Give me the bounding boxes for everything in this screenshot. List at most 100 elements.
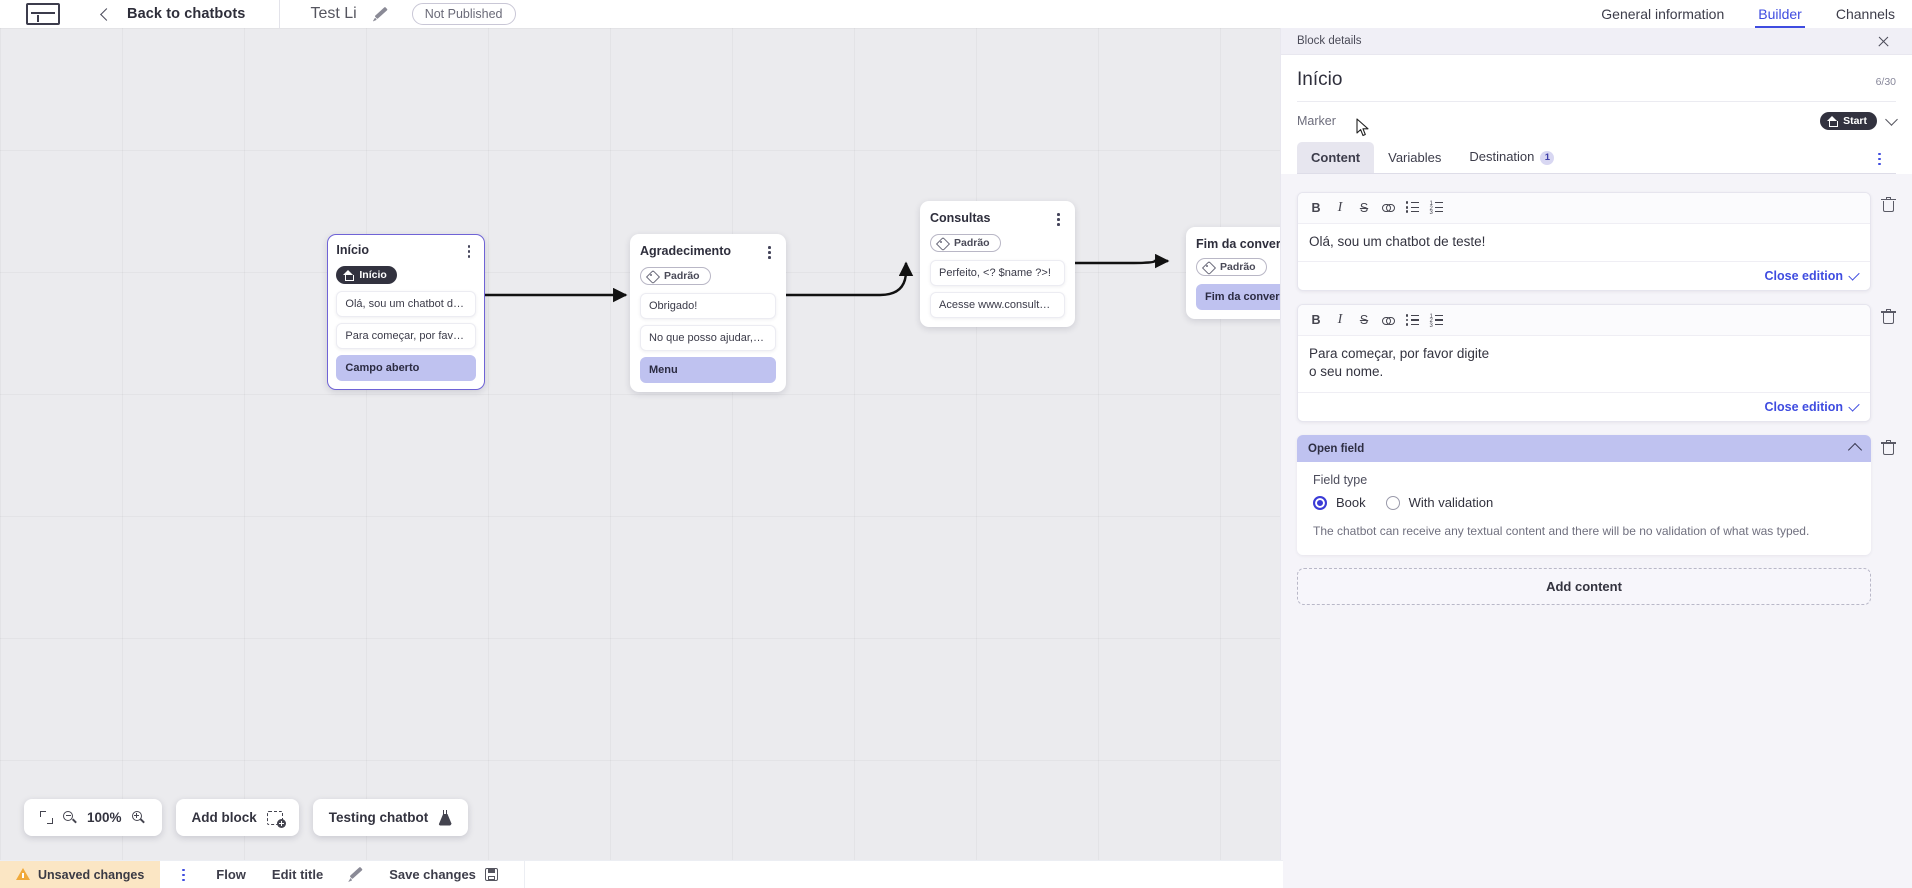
bold-button[interactable]: B bbox=[1311, 313, 1321, 328]
page-title: Início bbox=[1297, 69, 1343, 90]
back-to-chatbots-link[interactable]: Back to chatbots bbox=[127, 6, 246, 22]
save-icon bbox=[484, 868, 498, 881]
italic-button[interactable]: I bbox=[1337, 312, 1343, 328]
link-button[interactable] bbox=[1376, 198, 1400, 218]
bullet-list-button[interactable] bbox=[1400, 310, 1424, 330]
close-edition-row[interactable]: Close edition bbox=[1298, 392, 1870, 421]
home-icon bbox=[1827, 116, 1839, 127]
radio-indicator[interactable] bbox=[1385, 495, 1400, 510]
publish-status-badge: Not Published bbox=[411, 3, 516, 25]
more-vertical-icon[interactable] bbox=[1872, 151, 1886, 167]
tab-builder[interactable]: Builder bbox=[1741, 0, 1819, 28]
node-badge-label: Padrão bbox=[664, 270, 700, 282]
strikethrough-button[interactable]: S bbox=[1359, 200, 1369, 215]
chevron-up-icon[interactable] bbox=[1847, 442, 1863, 458]
add-content-button[interactable]: Add content bbox=[1297, 568, 1871, 605]
tab-general-information[interactable]: General information bbox=[1601, 6, 1725, 22]
panel-top-section: Início 6/30 Marker Start Content Variabl… bbox=[1281, 55, 1912, 174]
add-block-label: Add block bbox=[191, 810, 257, 825]
flow-node-consultas[interactable]: Consultas Padrão Perfeito, <? $name ?>! … bbox=[920, 201, 1075, 327]
tab-variables-label: Variables bbox=[1388, 149, 1442, 165]
node-menu-icon[interactable] bbox=[762, 244, 776, 260]
panel-header-title: Block details bbox=[1297, 35, 1362, 47]
node-row[interactable]: Olá, sou um chatbot de teste! bbox=[336, 291, 476, 318]
edit-title-button[interactable]: Edit title bbox=[272, 867, 363, 882]
trash-icon[interactable] bbox=[1881, 309, 1896, 325]
flow-node-fim-da-conversa[interactable]: Fim da conversa Padrão Fim da conversa bbox=[1186, 227, 1283, 319]
tab-content[interactable]: Content bbox=[1297, 141, 1375, 173]
strikethrough-button[interactable]: S bbox=[1359, 313, 1369, 328]
warning-icon bbox=[16, 868, 30, 881]
pencil-icon[interactable] bbox=[373, 7, 388, 22]
save-changes-button[interactable]: Save changes bbox=[389, 867, 498, 882]
zoom-out-icon[interactable] bbox=[63, 810, 77, 825]
node-header: Início bbox=[336, 243, 475, 259]
node-row[interactable]: Obrigado! bbox=[640, 292, 776, 319]
chevron-left-icon[interactable] bbox=[100, 7, 113, 21]
bullet-list-icon bbox=[1405, 201, 1419, 214]
tab-channels[interactable]: Channels bbox=[1835, 6, 1895, 22]
chevron-down-icon[interactable] bbox=[1885, 112, 1898, 126]
tab-variables[interactable]: Variables bbox=[1374, 142, 1455, 173]
open-field-card[interactable]: Open field Field type Book With validati… bbox=[1297, 435, 1871, 555]
check-icon bbox=[1848, 269, 1860, 281]
link-button[interactable] bbox=[1376, 310, 1400, 330]
marker-badge-start[interactable]: Start bbox=[1820, 112, 1877, 130]
flow-canvas[interactable]: Início Início Olá, sou um chatbot de tes… bbox=[0, 28, 1283, 860]
editor-text[interactable]: Para começar, por favor digite o seu nom… bbox=[1309, 346, 1490, 380]
trash-icon[interactable] bbox=[1881, 196, 1896, 213]
more-vertical-icon[interactable] bbox=[176, 867, 190, 883]
node-row[interactable]: Para começar, por favor digite o ... bbox=[336, 323, 476, 350]
node-row[interactable]: No que posso ajudar, <? $name ... bbox=[640, 324, 776, 351]
node-row[interactable]: Campo aberto bbox=[336, 355, 476, 382]
add-block-button[interactable]: Add block bbox=[175, 799, 299, 836]
radio-with-validation[interactable]: With validation bbox=[1385, 495, 1493, 510]
node-badge-padrao: Padrão bbox=[640, 267, 711, 285]
editor-text[interactable]: Olá, sou um chatbot de teste! bbox=[1309, 233, 1486, 249]
flow-node-agradecimento[interactable]: Agradecimento Padrão Obrigado! No que po… bbox=[630, 234, 786, 392]
node-badge-label: Padrão bbox=[1220, 261, 1256, 273]
node-header: Fim da conversa bbox=[1196, 237, 1283, 251]
zoom-level-label: 100% bbox=[87, 810, 122, 825]
node-title: Consultas bbox=[930, 211, 991, 225]
testing-chatbot-label: Testing chatbot bbox=[328, 810, 429, 825]
fit-screen-icon[interactable] bbox=[40, 811, 53, 824]
zoom-controls[interactable]: 100% bbox=[24, 799, 162, 836]
marker-control[interactable]: Start bbox=[1820, 112, 1898, 130]
tag-icon bbox=[938, 238, 949, 249]
radio-book[interactable]: Book bbox=[1313, 495, 1366, 510]
zoom-in-icon[interactable] bbox=[131, 810, 146, 825]
tabs-more[interactable] bbox=[1872, 151, 1896, 173]
flow-button[interactable]: Flow bbox=[216, 867, 246, 882]
node-badge-padrao: Padrão bbox=[1196, 258, 1267, 276]
node-row[interactable]: Menu bbox=[640, 356, 776, 383]
pencil-icon bbox=[348, 867, 363, 882]
mouse-cursor bbox=[1356, 118, 1369, 137]
close-edition-row[interactable]: Close edition bbox=[1298, 261, 1870, 291]
node-row[interactable]: Fim da conversa bbox=[1196, 283, 1283, 310]
bold-button[interactable]: B bbox=[1311, 200, 1321, 215]
node-title: Agradecimento bbox=[640, 244, 731, 258]
node-row[interactable]: Acesse www.consultas.com par... bbox=[930, 291, 1065, 318]
flask-icon bbox=[438, 809, 453, 826]
node-menu-icon[interactable] bbox=[1051, 211, 1065, 227]
open-field-header[interactable]: Open field bbox=[1297, 435, 1871, 462]
marker-value: Start bbox=[1843, 115, 1867, 127]
node-menu-icon[interactable] bbox=[462, 243, 476, 259]
radio-indicator[interactable] bbox=[1313, 495, 1327, 510]
close-icon[interactable] bbox=[1877, 35, 1890, 48]
trash-icon[interactable] bbox=[1881, 440, 1896, 456]
bullet-list-button[interactable] bbox=[1400, 198, 1424, 218]
italic-button[interactable]: I bbox=[1337, 199, 1343, 215]
app-logo-icon[interactable] bbox=[26, 3, 60, 25]
flow-node-inicio[interactable]: Início Início Olá, sou um chatbot de tes… bbox=[327, 234, 485, 390]
node-row[interactable]: Perfeito, <? $name ?>! bbox=[930, 259, 1065, 286]
testing-chatbot-button[interactable]: Testing chatbot bbox=[312, 799, 469, 836]
